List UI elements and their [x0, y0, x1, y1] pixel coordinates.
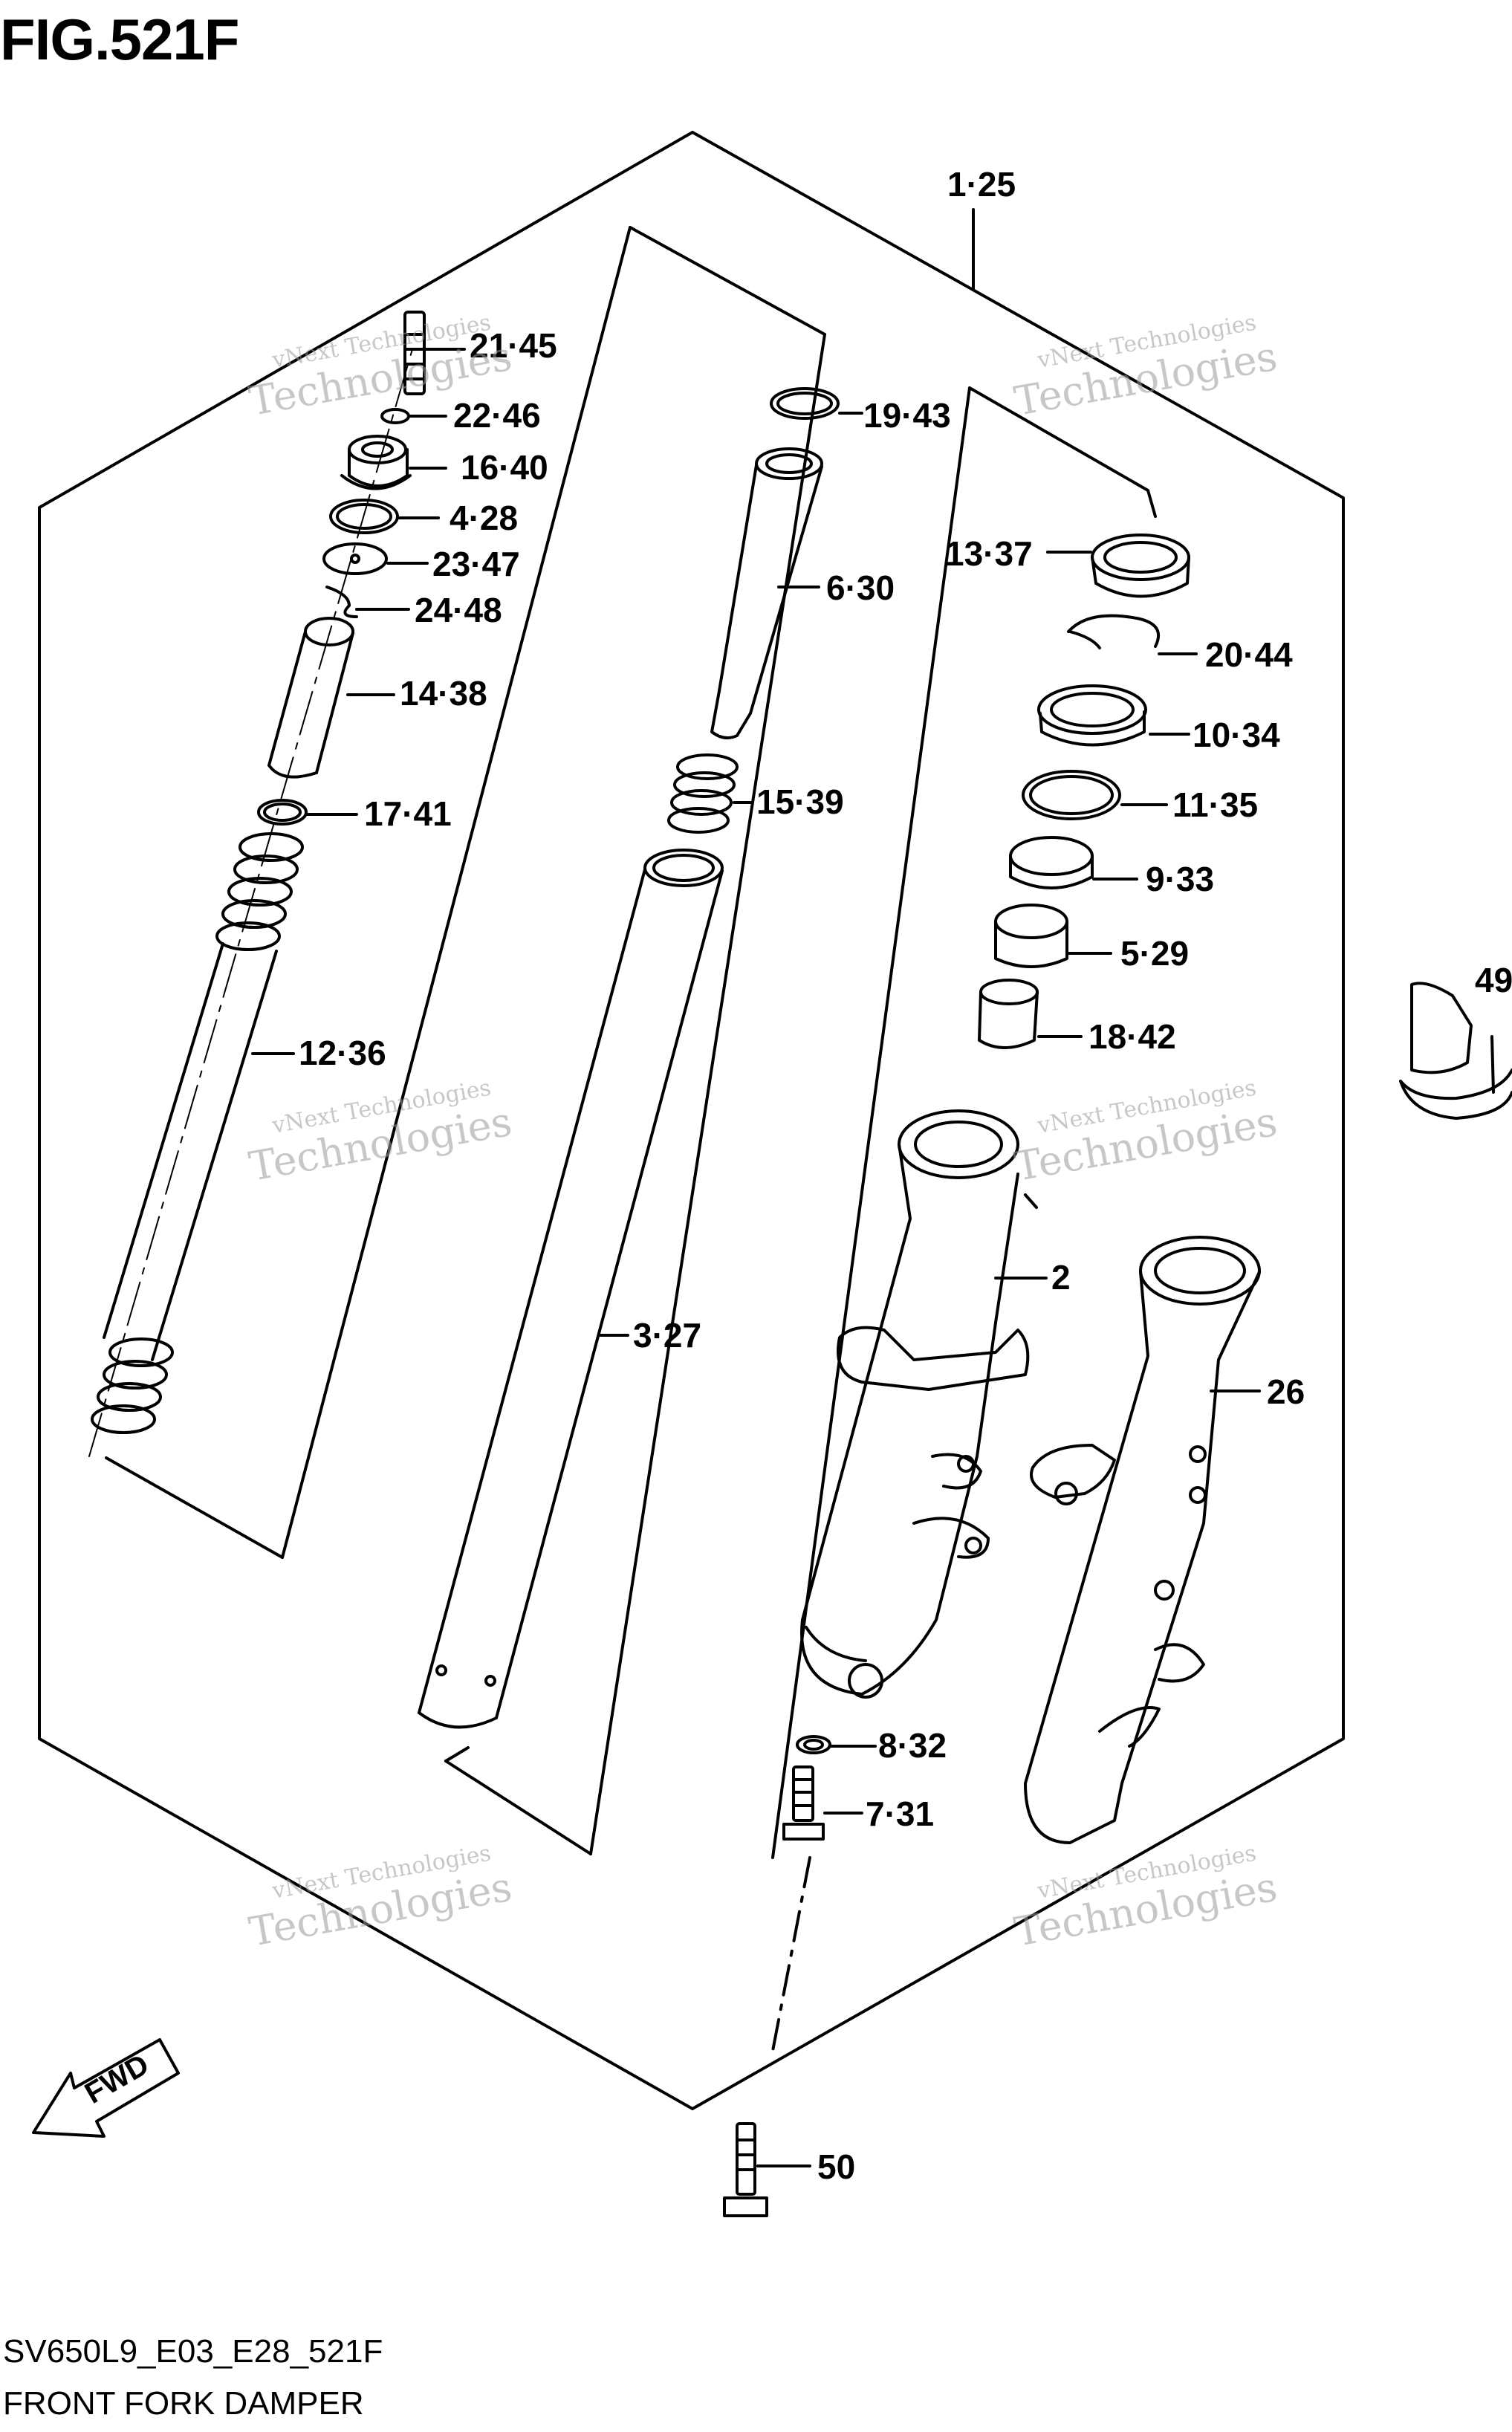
callout-13-37: 13·37: [945, 534, 1033, 573]
callout-16-40: 16·40: [461, 448, 548, 487]
callout-9-33: 9·33: [1146, 860, 1215, 898]
part-spring-15: [667, 753, 752, 834]
callout-3-27: 3·27: [633, 1316, 702, 1355]
part-bolt-7: [782, 1765, 863, 1841]
part-oil-lock-18: [978, 979, 1083, 1049]
callout-20-44: 20·44: [1205, 635, 1293, 674]
callout-6-30: 6·30: [826, 568, 895, 607]
fwd-arrow: [32, 2038, 180, 2138]
callout-15-39: 15·39: [756, 782, 844, 821]
part-oil-seal-10: [1037, 684, 1190, 747]
callout-26: 26: [1267, 1372, 1305, 1411]
part-outer-tube-26: [1024, 1236, 1261, 1844]
callout-49: 49: [1475, 961, 1512, 999]
callout-18-42: 18·42: [1088, 1017, 1176, 1056]
part-spacer-14: [267, 617, 395, 779]
callout-23-47: 23·47: [432, 545, 520, 583]
model-code: SV650L9_E03_E28_521F: [3, 2333, 383, 2370]
callout-2: 2: [1051, 1258, 1071, 1297]
callout-17-41: 17·41: [364, 794, 452, 833]
part-cap-16: [340, 435, 447, 490]
callout-24-48: 24·48: [415, 591, 502, 629]
assembly-border: [38, 131, 1345, 2110]
figure-title: FIG.521F: [0, 7, 239, 72]
part-outer-tube-2: [800, 1109, 1048, 1699]
part-bolt-50: [723, 2122, 811, 2217]
callout-11-35: 11·35: [1172, 785, 1259, 824]
callout-1-25: 1·25: [947, 165, 1016, 204]
part-inner-tube-3: [418, 849, 724, 1729]
part-guard-49: [1399, 982, 1512, 1120]
part-bush-9: [1009, 836, 1138, 889]
callout-22-46: 22·46: [453, 396, 541, 435]
part-rod-6: [710, 447, 823, 740]
callout-5-29: 5·29: [1120, 934, 1190, 973]
callout-19-43: 19·43: [863, 396, 951, 435]
callout-14-38: 14·38: [400, 674, 487, 713]
callout-50: 50: [817, 2147, 856, 2186]
part-spring-12: [91, 832, 304, 1434]
callout-7-31: 7·31: [866, 1794, 935, 1833]
callout-21-45: 21·45: [470, 326, 557, 365]
part-bolt-21: [403, 311, 466, 395]
part-bush-5: [994, 904, 1112, 968]
callout-12-36: 12·36: [299, 1034, 386, 1072]
callout-10-34: 10·34: [1193, 716, 1280, 754]
left-panel-outline: [37, 227, 630, 2432]
part-dust-seal-13: [1046, 534, 1190, 598]
callout-8-32: 8·32: [878, 1726, 947, 1765]
callout-4-28: 4·28: [450, 499, 519, 537]
diagram-description: FRONT FORK DAMPER: [3, 2385, 364, 2422]
